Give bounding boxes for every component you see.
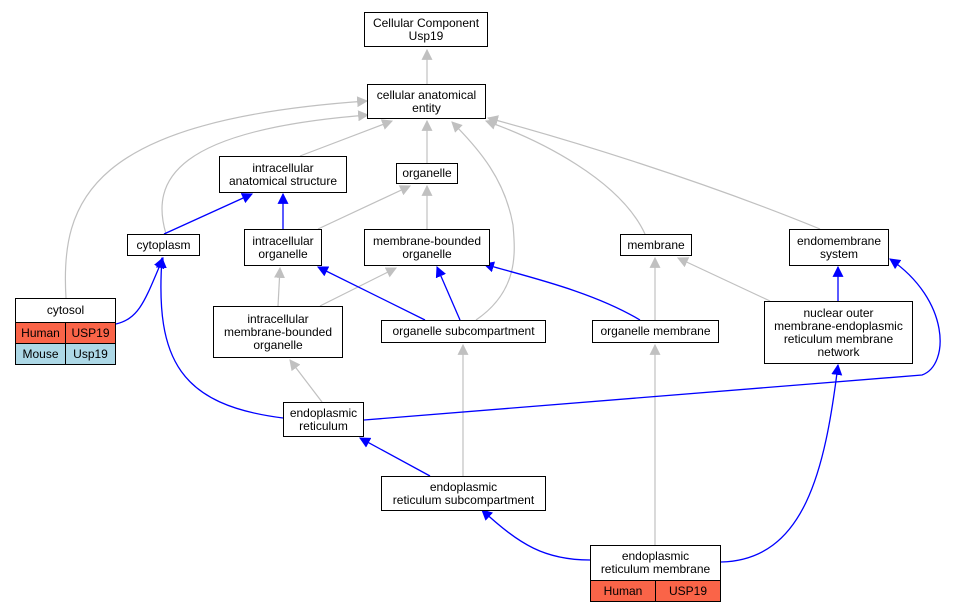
edge-erm-ersc (481, 509, 591, 561)
node-label-line: cellular anatomical (376, 87, 477, 102)
node-label-line: intracellular (252, 160, 314, 175)
edge-cytoplasm-cae (161, 110, 370, 235)
node-label-line: Cellular Component (372, 15, 480, 30)
node-label-line: endomembrane (796, 233, 882, 248)
gene-cell: USP19 (65, 323, 115, 343)
node-label-line: organelle (253, 337, 303, 352)
edge-cytosol-cytoplasm (115, 256, 165, 325)
node-label-line: cytoplasm (136, 237, 191, 252)
node-organelle[interactable]: organelle (396, 163, 458, 184)
node-label-line: intracellular (252, 233, 314, 248)
node-label: organelle subcompartment (382, 321, 545, 342)
edge-cytosol-cae (64, 96, 369, 299)
edge-imbo-io (273, 266, 285, 307)
edge-er-cytoplasm (155, 256, 284, 419)
edge-er-imbo (289, 359, 323, 403)
node-label: organelle membrane (593, 321, 718, 342)
node-label-line: reticulum (299, 418, 348, 433)
node-label-line: reticulum subcompartment (392, 492, 535, 507)
edge-osc-mbo (435, 265, 461, 321)
node-label-line: network (817, 344, 860, 359)
edge-nom-membrane (677, 257, 771, 302)
edge-osc-io (317, 266, 426, 321)
node-label: membrane (621, 235, 691, 255)
edge-cytoplasm-ias (163, 193, 254, 235)
node-label-line: organelle (402, 166, 452, 180)
node-cytoplasm[interactable]: cytoplasm (127, 234, 200, 256)
node-label-line: nuclear outer (803, 305, 874, 320)
edge-ias-cae (299, 119, 394, 157)
species-cell: Mouse (16, 344, 65, 364)
node-label-line: endoplasmic (429, 479, 498, 494)
node-label-line: cytosol (46, 303, 85, 317)
node-label-line: reticulum membrane (783, 331, 894, 346)
node-label: cytosol (16, 299, 115, 322)
species-cell: Human (591, 581, 655, 601)
node-osc[interactable]: organelle subcompartment (381, 320, 546, 343)
edge-io-organelle (317, 185, 411, 230)
node-label-line: organelle (402, 246, 452, 261)
edge-erm-nom (720, 363, 843, 563)
node-label-line: system (819, 246, 858, 261)
node-label: cytoplasm (128, 235, 199, 255)
node-label-line: intracellular (247, 311, 309, 326)
edge-om-mbo (482, 261, 641, 321)
node-label-line: organelle membrane (600, 324, 711, 338)
node-label-line: membrane-bounded (223, 324, 333, 339)
node-label-line: membrane-endoplasmic (774, 318, 903, 333)
gene-cell: Usp19 (65, 344, 115, 364)
node-label-line: membrane-bounded (372, 233, 482, 248)
edge-membrane-cae (484, 119, 646, 235)
edge-er-ems (363, 258, 941, 421)
node-label-line: entity (412, 100, 441, 115)
node-label-line: organelle (258, 246, 308, 261)
node-label-line: Usp19 (408, 28, 444, 43)
node-label-line: membrane (627, 237, 685, 252)
node-label-line: endoplasmic (621, 549, 690, 563)
edge-ersc-er (359, 437, 431, 477)
edge-ems-cae (486, 115, 821, 230)
species-cell: Human (16, 323, 65, 343)
node-label-line: anatomical structure (228, 173, 338, 188)
node-label-line: reticulum membrane (600, 562, 711, 576)
gene-cell: USP19 (655, 581, 720, 601)
node-label: organelle (397, 164, 457, 183)
node-label-line: organelle subcompartment (392, 324, 535, 338)
edge-osc-cae (451, 121, 515, 321)
node-label-line: endoplasmic (289, 405, 358, 420)
node-om[interactable]: organelle membrane (592, 320, 719, 343)
node-membrane[interactable]: membrane (620, 234, 692, 256)
